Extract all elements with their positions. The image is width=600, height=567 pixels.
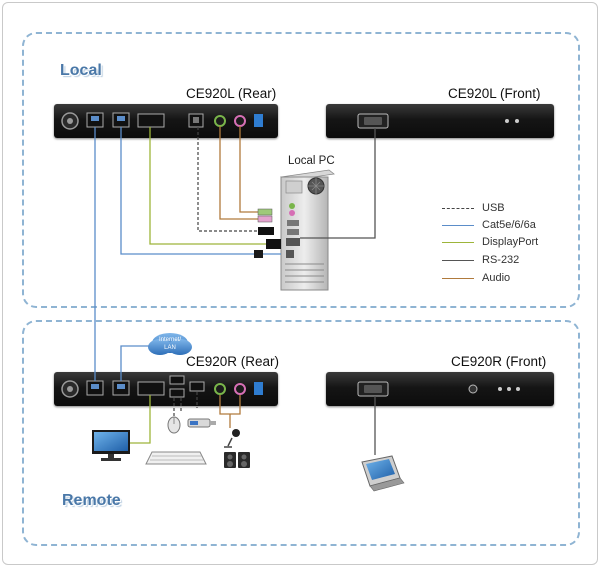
local-front-ports <box>357 113 519 129</box>
rj45-plug-icon <box>254 250 263 258</box>
local-zone-title: Local <box>60 62 102 79</box>
displayport-plug-icon <box>266 239 281 249</box>
monitor-icon <box>92 430 130 461</box>
serial-terminal-icon <box>361 455 405 492</box>
internet-lan-cloud-icon: Internet/ LAN <box>148 333 192 355</box>
speaker-jack-icon <box>234 383 246 395</box>
usb-plug-icon <box>258 227 274 235</box>
remote-front-ports <box>357 381 520 397</box>
speaker-jack-icon <box>234 115 246 127</box>
local-rear-label: CE920L (Rear) <box>186 86 277 101</box>
cloud-text-2: LAN <box>164 345 176 351</box>
cloud-text-1: Internet/ <box>159 337 181 343</box>
legend-item-audio: Audio <box>442 271 510 285</box>
local-pc-label: Local PC <box>288 155 335 167</box>
displayport-port-icon <box>137 113 165 128</box>
mouse-icon <box>167 416 181 434</box>
usb-a-port-icon <box>169 375 185 385</box>
remote-zone <box>22 320 580 546</box>
local-zone <box>22 32 580 308</box>
dip-switch-icon <box>254 382 263 395</box>
keyboard-icon <box>145 451 207 465</box>
usb-a-port-icon <box>189 381 205 392</box>
mic-jack-icon <box>214 115 226 127</box>
local-pc-tower-icon <box>280 169 335 291</box>
local-rear-ports <box>61 112 263 130</box>
usb-a-port-icon <box>169 388 185 398</box>
legend-item-usb: USB <box>442 201 505 215</box>
cat5-to-cloud-cable <box>120 345 150 381</box>
remote-rear-ports <box>61 375 263 398</box>
legend-item-rs232: RS-232 <box>442 253 519 267</box>
remote-zone-title: Remote <box>62 492 121 509</box>
cable-connectors <box>254 208 281 258</box>
dip-switch-icon <box>254 114 263 127</box>
speakers-icon <box>224 452 250 468</box>
remote-cables <box>130 392 376 455</box>
legend-item-cat5: Cat5e/6/6a <box>442 218 536 232</box>
usb-flash-drive-icon <box>187 418 216 428</box>
button-icon <box>468 384 478 394</box>
displayport-port-icon <box>137 381 165 396</box>
local-cables <box>94 126 376 381</box>
audio-plug-icon <box>257 215 273 223</box>
legend-item-displayport: DisplayPort <box>442 235 538 249</box>
mic-jack-icon <box>214 383 226 395</box>
remote-front-label: CE920R (Front) <box>451 354 547 369</box>
microphone-icon <box>224 429 240 448</box>
local-front-label: CE920L (Front) <box>448 86 541 101</box>
remote-rear-label: CE920R (Rear) <box>186 354 280 369</box>
audio-plug-icon <box>257 208 273 216</box>
